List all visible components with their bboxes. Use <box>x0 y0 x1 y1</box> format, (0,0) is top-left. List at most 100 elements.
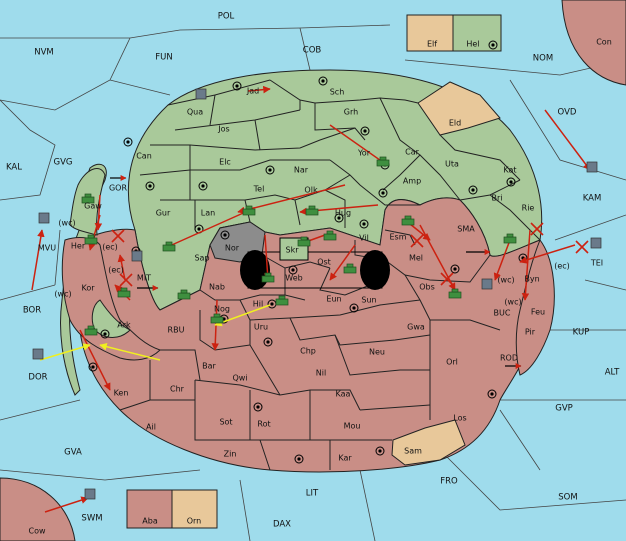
land-label-sap: Sap <box>194 254 209 263</box>
supply-center-dot <box>521 256 525 260</box>
land-label-hug: Hug <box>335 209 351 218</box>
fleet-unit[interactable] <box>38 212 50 224</box>
land-brown <box>78 197 546 473</box>
failed-order-cross <box>410 234 424 248</box>
army-unit[interactable] <box>162 241 176 252</box>
move-order-arrow <box>31 229 45 291</box>
army-unit[interactable] <box>117 287 131 298</box>
land-label-mou: Mou <box>344 422 361 431</box>
land-label-eun: Eun <box>326 295 341 304</box>
army-unit[interactable] <box>177 289 191 300</box>
sea-label-gvg: GVG <box>54 158 73 168</box>
land-label-sot: Sot <box>219 418 232 427</box>
supply-center <box>232 81 242 91</box>
supply-center-dot <box>362 222 366 226</box>
fleet-unit[interactable] <box>131 250 143 262</box>
land-label-nar: Nar <box>294 166 309 175</box>
coast-tag: (wc) <box>497 276 514 285</box>
land-label-sma: SMA <box>457 225 475 234</box>
region-orn[interactable] <box>171 489 218 529</box>
neutral-dome-west <box>240 250 270 290</box>
sea-borders <box>0 24 626 541</box>
supply-center-dot <box>453 267 457 271</box>
land-label-web: Web <box>285 274 302 283</box>
move-order-arrow <box>237 184 346 214</box>
land-label-los: Los <box>453 414 466 423</box>
land-label-nab: Nab <box>209 283 225 292</box>
land-label-ark: Ark <box>117 321 131 330</box>
move-order-arrow <box>247 85 271 94</box>
army-unit[interactable] <box>305 205 319 216</box>
land-label-gwa: Gwa <box>407 323 425 332</box>
fleet-unit[interactable] <box>481 278 493 290</box>
region-pir-arc[interactable] <box>515 238 555 376</box>
coast-tag: (ec) <box>108 266 124 275</box>
coast-tag: (wc) <box>54 290 71 299</box>
land-label-elc: Elc <box>219 158 231 167</box>
move-order-arrow <box>79 329 111 391</box>
land-label-elf: Elf <box>427 40 437 49</box>
land-label-orn: Orn <box>187 517 202 526</box>
land-label-skr: Skr <box>286 246 300 255</box>
land-label-vil: Vil <box>359 234 369 243</box>
land-label-car: Car <box>405 148 419 157</box>
move-order-arrow <box>94 194 103 231</box>
neutral-box <box>247 251 383 289</box>
region-ark[interactable] <box>91 299 131 338</box>
land-label-zin: Zin <box>224 450 237 459</box>
land-label-ail: Ail <box>146 423 156 432</box>
land-label-her: Her <box>71 242 86 251</box>
fleet-unit[interactable] <box>586 161 598 173</box>
coast-tag: (wc) <box>58 219 75 228</box>
land-label-nog: Nog <box>214 305 230 314</box>
army-unit[interactable] <box>343 263 357 274</box>
fleet-unit[interactable] <box>195 88 207 100</box>
army-unit[interactable] <box>84 325 98 336</box>
land-label-rie: Rie <box>522 204 535 213</box>
land-label-sam: Sam <box>404 447 422 456</box>
support-order-arrow <box>214 304 271 327</box>
army-unit[interactable] <box>297 236 311 247</box>
army-unit[interactable] <box>242 205 256 216</box>
fleet-unit[interactable] <box>84 488 96 500</box>
land-label-bar: Bar <box>202 362 216 371</box>
sea-label-alt: ALT <box>605 368 620 378</box>
land-label-tel: Tel <box>253 185 265 194</box>
supply-center <box>488 40 498 50</box>
land-label-jad: Jad <box>246 87 259 96</box>
army-unit[interactable] <box>401 215 415 226</box>
sea-label-cob: COB <box>303 46 322 56</box>
sea-label-ovd: OVD <box>558 108 577 118</box>
supply-center <box>288 265 298 275</box>
army-unit[interactable] <box>275 295 289 306</box>
land-label-sun: Sun <box>361 296 376 305</box>
army-unit[interactable] <box>81 193 95 204</box>
supply-center-dot <box>291 268 295 272</box>
army-unit[interactable] <box>376 156 390 167</box>
move-order-arrow <box>329 124 388 166</box>
failed-order-cross <box>119 273 133 287</box>
army-unit[interactable] <box>503 233 517 244</box>
supply-center-dot <box>201 184 205 188</box>
fleet-unit[interactable] <box>32 348 44 360</box>
land-label-nor: Nor <box>225 244 240 253</box>
army-unit[interactable] <box>323 230 337 241</box>
sea-label-dax: DAX <box>273 520 291 530</box>
land-label-ost: Ost <box>317 258 331 267</box>
support-order-arrow <box>99 342 161 361</box>
region-sam[interactable] <box>391 419 466 466</box>
army-unit[interactable] <box>448 288 462 299</box>
move-order-arrow <box>544 109 591 171</box>
sea-label-lit: LIT <box>306 489 319 499</box>
supply-center <box>253 402 263 412</box>
supply-center-dot <box>126 140 130 144</box>
fleet-unit[interactable] <box>590 237 602 249</box>
land-label-yor: Yor <box>357 149 371 158</box>
army-unit[interactable] <box>261 272 275 283</box>
supply-center-dot <box>256 405 260 409</box>
army-unit[interactable] <box>84 234 98 245</box>
land-label-buc: BUC <box>494 309 511 318</box>
land-label-gor: GOR <box>109 184 127 193</box>
army-unit[interactable] <box>210 313 224 324</box>
